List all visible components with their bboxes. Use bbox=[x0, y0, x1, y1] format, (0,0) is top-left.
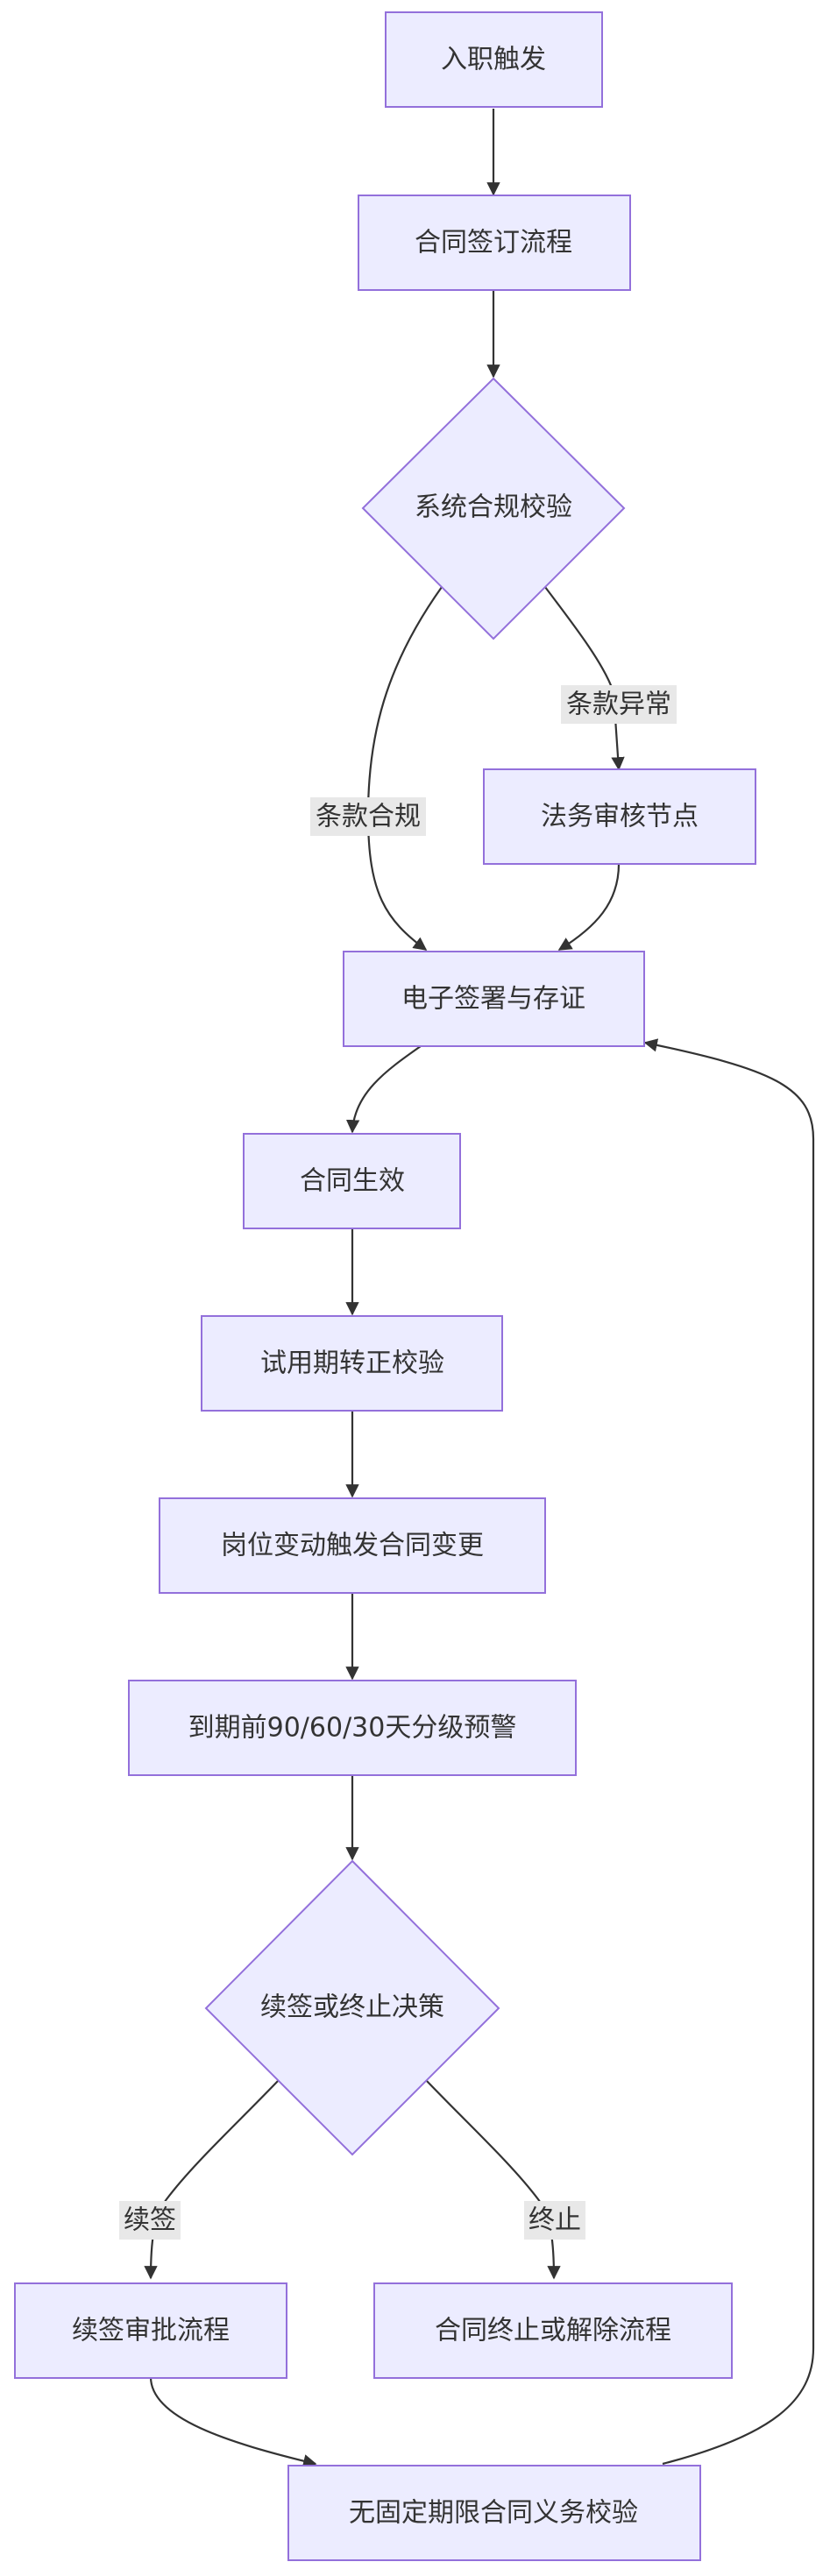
svg-text:终止: 终止 bbox=[529, 2205, 581, 2236]
svg-text:入职触发: 入职触发 bbox=[441, 45, 546, 75]
edge-decision-to-renewal bbox=[144, 2079, 280, 2280]
svg-text:无固定期限合同义务校验: 无固定期限合同义务校验 bbox=[349, 2498, 638, 2529]
node-renew-or-terminate: 续签或终止决策 bbox=[204, 1859, 500, 2156]
svg-text:续签审批流程: 续签审批流程 bbox=[72, 2316, 230, 2346]
svg-text:合同终止或解除流程: 合同终止或解除流程 bbox=[435, 2316, 671, 2346]
edge-label-abnormal: 条款异常 bbox=[561, 685, 677, 724]
svg-text:法务审核节点: 法务审核节点 bbox=[541, 802, 699, 832]
node-termination-process: 合同终止或解除流程 bbox=[373, 2282, 733, 2379]
svg-text:岗位变动触发合同变更: 岗位变动触发合同变更 bbox=[221, 1531, 484, 1561]
edge-label-renew: 续签 bbox=[119, 2201, 181, 2240]
node-legal-review: 法务审核节点 bbox=[483, 768, 756, 865]
svg-text:合同生效: 合同生效 bbox=[300, 1166, 405, 1197]
svg-text:续签或终止决策: 续签或终止决策 bbox=[260, 1992, 444, 2023]
edge-compliance-to-legal bbox=[544, 586, 625, 771]
node-contract-effective: 合同生效 bbox=[243, 1133, 461, 1229]
edge-esign-to-effective bbox=[345, 1045, 422, 1134]
node-onboarding-trigger: 入职触发 bbox=[385, 11, 603, 108]
svg-text:系统合规校验: 系统合规校验 bbox=[415, 492, 572, 523]
node-position-change: 岗位变动触发合同变更 bbox=[159, 1497, 546, 1594]
svg-text:续签: 续签 bbox=[124, 2205, 176, 2236]
node-compliance-check: 系统合规校验 bbox=[361, 377, 626, 640]
edge-legal-to-esign bbox=[557, 863, 621, 951]
edge-renewal-to-openended bbox=[149, 2376, 317, 2468]
svg-text:电子签署与存证: 电子签署与存证 bbox=[401, 984, 585, 1015]
node-probation-check: 试用期转正校验 bbox=[201, 1315, 503, 1412]
svg-text:条款合规: 条款合规 bbox=[316, 802, 421, 832]
svg-text:条款异常: 条款异常 bbox=[566, 690, 671, 720]
node-esign-evidence: 电子签署与存证 bbox=[343, 951, 645, 1047]
edge-label-terminate: 终止 bbox=[524, 2201, 585, 2240]
node-expiry-warning: 到期前90/60/30天分级预警 bbox=[128, 1680, 577, 1776]
edge-label-compliant: 条款合规 bbox=[310, 797, 426, 836]
node-open-ended-check: 无固定期限合同义务校验 bbox=[287, 2465, 701, 2561]
svg-text:试用期转正校验: 试用期转正校验 bbox=[260, 1348, 444, 1379]
edge-openended-to-esign bbox=[643, 1038, 815, 2466]
svg-text:到期前90/60/30天分级预警: 到期前90/60/30天分级预警 bbox=[188, 1713, 517, 1744]
node-renewal-approval: 续签审批流程 bbox=[14, 2282, 287, 2379]
node-contract-signing: 合同签订流程 bbox=[358, 195, 631, 291]
edge-decision-to-termination bbox=[425, 2079, 561, 2280]
svg-text:合同签订流程: 合同签订流程 bbox=[415, 228, 572, 258]
edge-compliance-to-esign bbox=[366, 586, 443, 951]
